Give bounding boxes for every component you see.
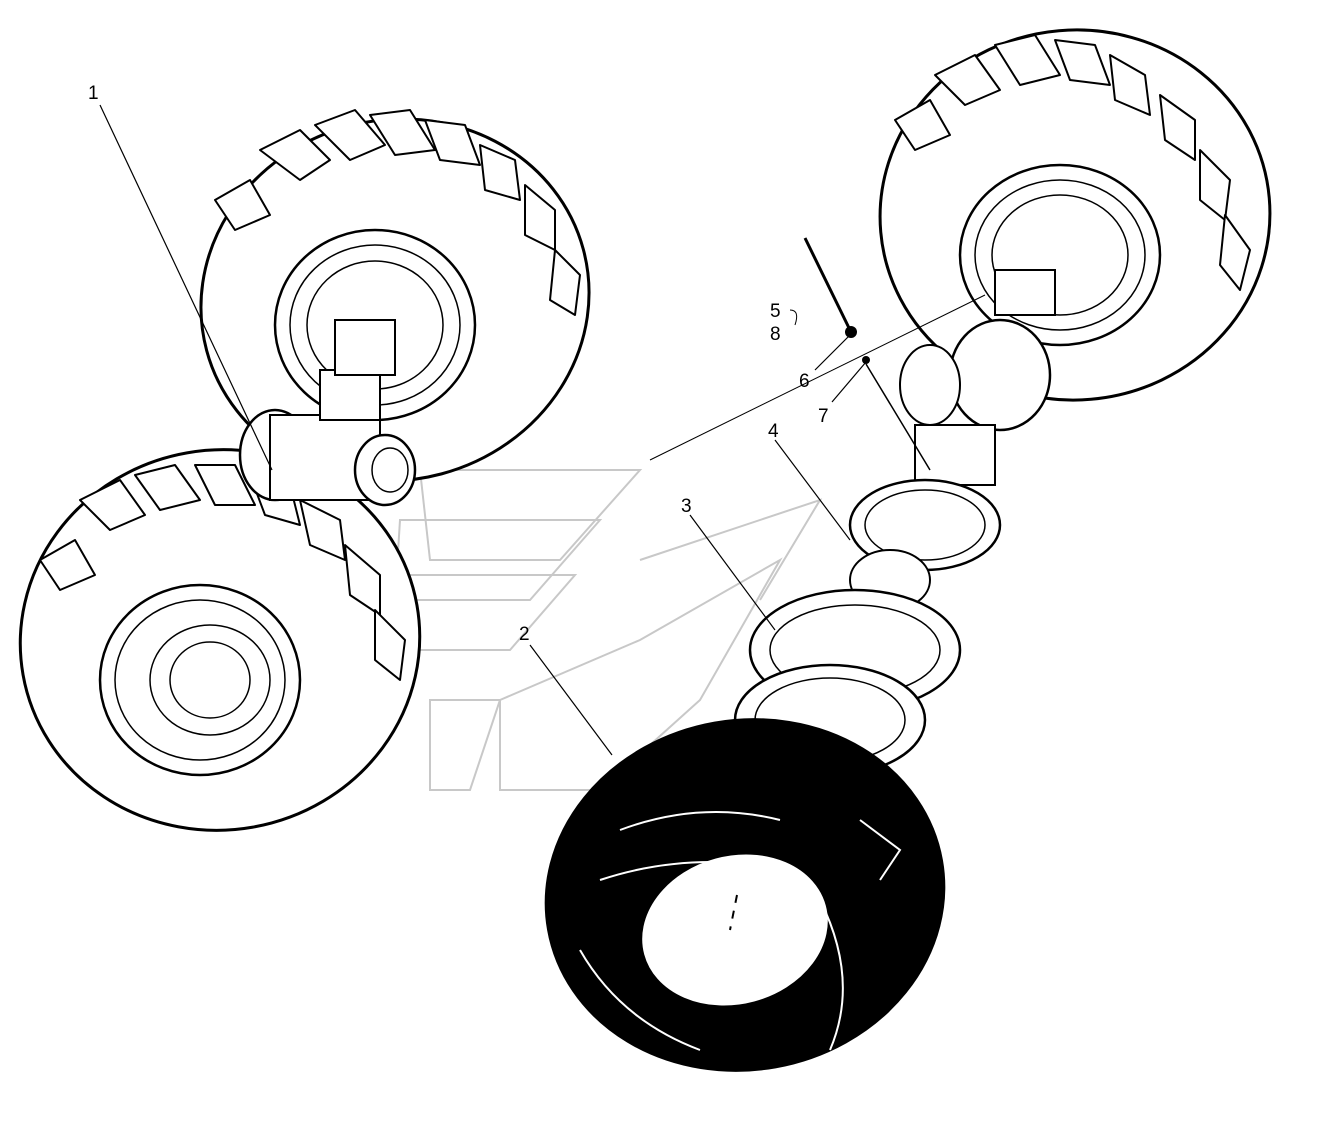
callout-3: 3 <box>681 496 692 517</box>
washer-7 <box>862 356 870 364</box>
callout-7: 7 <box>818 406 829 427</box>
right-hub-stack <box>848 269 1056 611</box>
callout-4: 4 <box>768 421 779 442</box>
nut-6 <box>845 326 857 338</box>
callout-5: 5 <box>770 301 781 322</box>
callout-1: 1 <box>88 83 99 104</box>
left-axle-hub <box>238 319 417 507</box>
callout-2: 2 <box>519 624 530 645</box>
exploded-black-tire <box>544 718 946 1072</box>
callout-8: 8 <box>770 324 781 345</box>
leader-lines <box>99 104 986 756</box>
left-lower-tire <box>18 448 422 832</box>
callout-6: 6 <box>799 371 810 392</box>
stud-bolt <box>803 237 931 471</box>
callout-labels: 1 2 3 4 5 8 6 7 <box>88 83 829 645</box>
